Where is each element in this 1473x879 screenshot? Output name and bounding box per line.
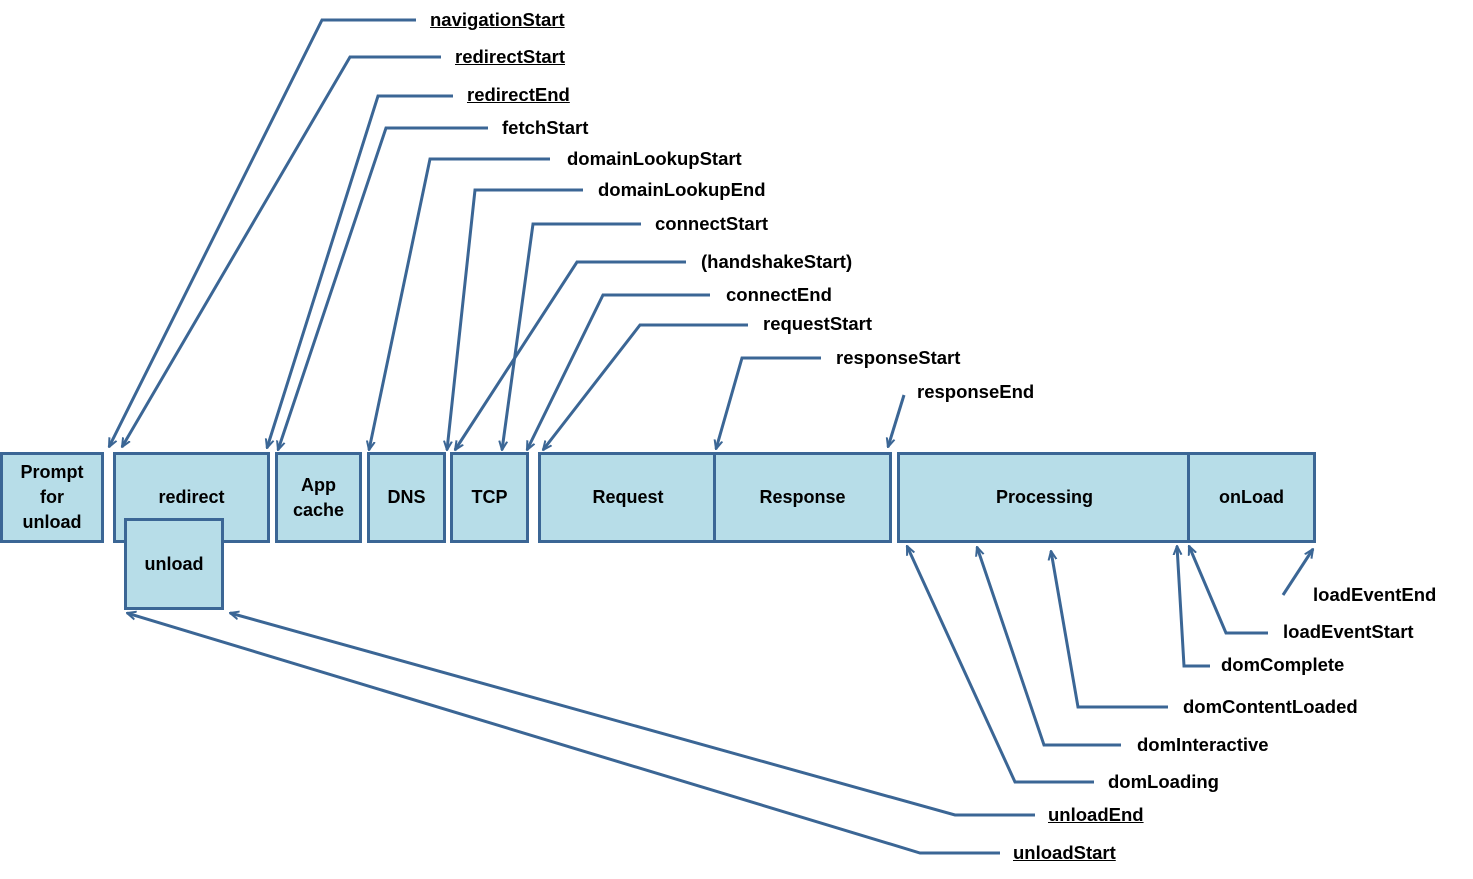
domComplete-label: domComplete (1221, 654, 1345, 675)
handshakeStart-connector (455, 260, 686, 450)
responseEnd-label: responseEnd (917, 381, 1035, 402)
redirectEnd-connector (267, 94, 453, 448)
unload-box: unload (124, 518, 224, 610)
response-label: Response (759, 487, 846, 507)
app-cache-box: App cache (275, 452, 362, 543)
domainLookupEnd-label: domainLookupEnd (598, 179, 766, 200)
requestStart-label: requestStart (763, 313, 872, 334)
prompt-for-unload-label: Prompt for unload (20, 462, 84, 532)
connectEnd-connector (525, 293, 710, 450)
responseStart-connector (716, 356, 821, 449)
redirectEnd-label: redirectEnd (467, 84, 570, 105)
domContentLoaded-connector (1051, 551, 1168, 709)
app-cache-label: App cache (292, 474, 345, 520)
response-box: Response (713, 452, 892, 543)
navigationStart-label: navigationStart (430, 9, 565, 30)
tcp-box: TCP (450, 452, 529, 543)
responseEnd-connector (888, 394, 906, 447)
request-label: Request (592, 487, 664, 507)
domainLookupStart-label: domainLookupStart (567, 148, 742, 169)
processing-label: Processing (995, 487, 1094, 507)
domLoading-connector (905, 546, 1094, 784)
responseStart-label: responseStart (836, 347, 961, 368)
domComplete-connector (1177, 546, 1210, 668)
onload-box: onLoad (1187, 452, 1316, 543)
connectStart-connector (502, 222, 641, 450)
loadEventEnd-connector (1281, 549, 1313, 596)
unload-label: unload (144, 553, 204, 574)
dns-box: DNS (367, 452, 446, 543)
processing-box: Processing (897, 452, 1192, 543)
connectStart-label: connectStart (655, 213, 769, 234)
requestStart-connector (543, 323, 748, 450)
unloadStart-connector (127, 613, 1000, 855)
loadEventEnd-label: loadEventEnd (1313, 584, 1437, 605)
handshakeStart-label: (handshakeStart) (701, 251, 853, 272)
domInteractive-label: domInteractive (1137, 734, 1269, 755)
navigationStart-connector (107, 18, 416, 447)
request-box: Request (538, 452, 718, 543)
domContentLoaded-label: domContentLoaded (1183, 696, 1358, 717)
domainLookupStart-connector (369, 157, 550, 450)
loadEventStart-connector (1187, 546, 1268, 635)
connectEnd-label: connectEnd (726, 284, 832, 305)
fetchStart-connector (278, 126, 488, 450)
redirectStart-connector (120, 55, 441, 447)
tcp-label: TCP (471, 487, 508, 507)
dns-label: DNS (387, 487, 426, 507)
unloadEnd-connector (230, 613, 1035, 817)
fetchStart-label: fetchStart (502, 117, 589, 138)
redirectStart-label: redirectStart (455, 46, 566, 67)
unloadEnd-label: unloadEnd (1048, 804, 1144, 825)
prompt-for-unload-box: Prompt for unload (0, 452, 104, 543)
domainLookupEnd-connector (447, 188, 583, 450)
onload-label: onLoad (1219, 487, 1284, 507)
loadEventStart-label: loadEventStart (1283, 621, 1414, 642)
domInteractive-connector (977, 547, 1121, 747)
redirect-label: redirect (158, 487, 225, 507)
domLoading-label: domLoading (1108, 771, 1219, 792)
unloadStart-label: unloadStart (1013, 842, 1116, 863)
